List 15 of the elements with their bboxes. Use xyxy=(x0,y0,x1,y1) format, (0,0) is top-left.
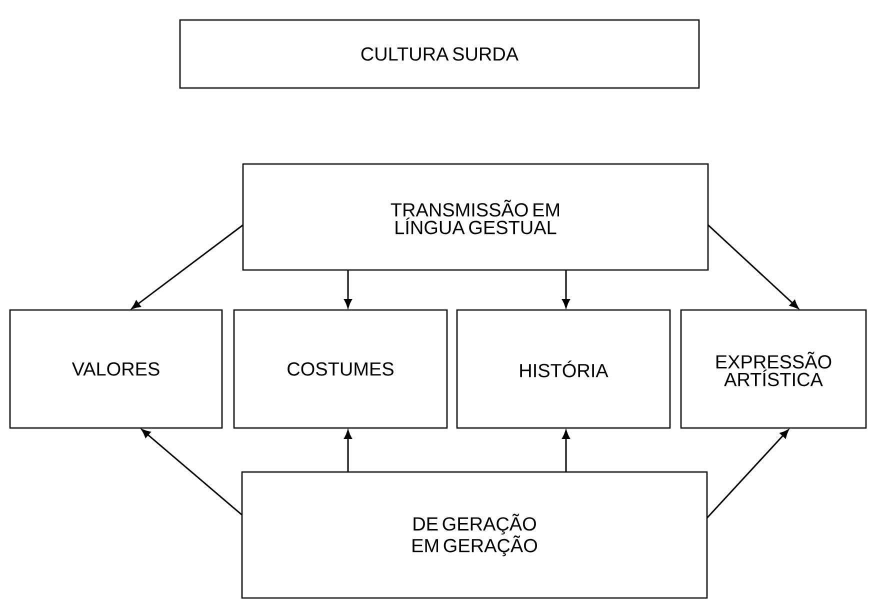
arrow xyxy=(141,429,242,516)
process-box: EXPRESSÃO ARTÍSTICA xyxy=(680,309,867,429)
arrow xyxy=(344,430,352,472)
process-box: HISTÓRIA xyxy=(456,309,671,429)
arrow xyxy=(708,224,799,309)
process-box: VALORES xyxy=(9,309,223,429)
process-box: TRANSMISSÃO EM LÍNGUA GESTUAL xyxy=(242,163,709,271)
process-box: COSTUMES xyxy=(233,309,448,429)
arrow xyxy=(562,430,570,472)
title-box: CULTURA SURDA xyxy=(179,19,700,89)
arrow xyxy=(132,224,244,310)
arrow xyxy=(344,270,352,308)
arrow xyxy=(706,429,789,518)
process-box: DE GERAÇÃO EM GERAÇÃO xyxy=(241,471,708,599)
arrow xyxy=(562,270,570,308)
